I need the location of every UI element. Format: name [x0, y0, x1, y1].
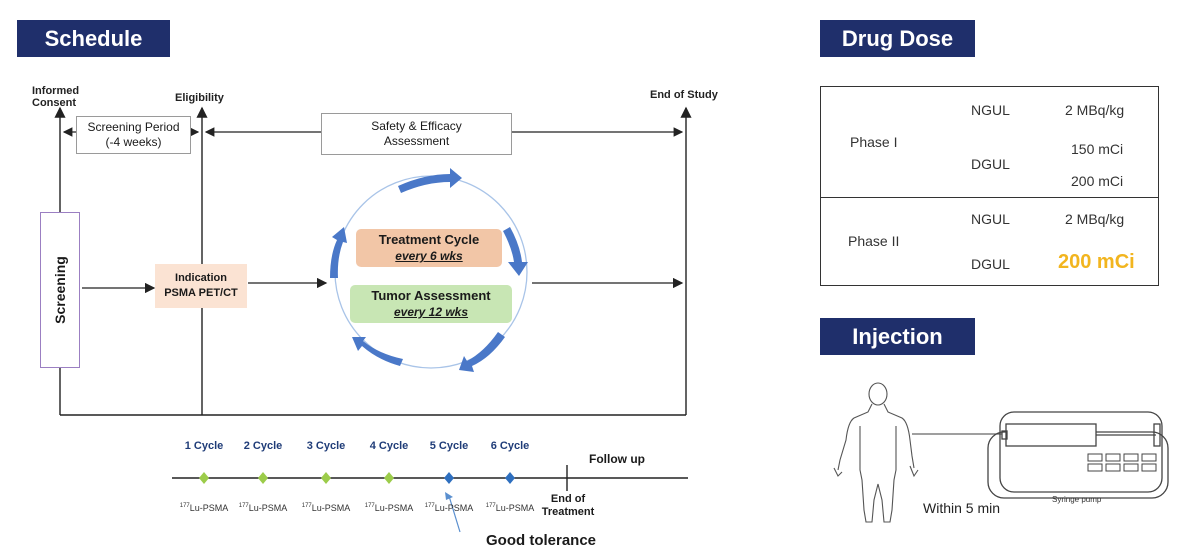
cycle-marker [384, 472, 394, 484]
phase2-ngul: NGUL [971, 211, 1010, 227]
phase2-dgul: DGUL [971, 256, 1010, 272]
eligibility-label: Eligibility [175, 92, 224, 104]
drug-dose-header: Drug Dose [820, 20, 975, 57]
phase1-ngul-dose: 2 MBq/kg [1065, 102, 1125, 118]
injection-illustration [833, 382, 1169, 523]
end-of-study-label: End of Study [650, 89, 718, 101]
pump-keypad-icon [1087, 453, 1157, 472]
cycle-marker [321, 472, 331, 484]
cycle-arrows [330, 168, 528, 372]
screening-period-box: Screening Period (-4 weeks) [76, 116, 191, 154]
cycle-label: 5 Cycle [429, 440, 469, 452]
cycle-marker [505, 472, 515, 484]
phase1-dgul-dose-a: 150 mCi [1071, 141, 1124, 157]
tumor-assessment-title: Tumor Assessment [371, 288, 491, 303]
safety-efficacy-box: Safety & Efficacy Assessment [321, 113, 512, 155]
tolerance-pointer [448, 495, 461, 533]
cycle-label: 6 Cycle [490, 440, 530, 452]
syringe-pump-icon [987, 411, 1169, 499]
isotope-label: 177Lu-PSMA [301, 503, 351, 513]
tumor-assessment-box: Tumor Assessment every 12 wks [350, 285, 512, 323]
good-tolerance-label: Good tolerance [486, 532, 597, 549]
phase1-label: Phase I [850, 134, 898, 150]
isotope-label: 177Lu-PSMA [424, 503, 474, 513]
cycle-label: 4 Cycle [369, 440, 409, 452]
screening-box: Screening [40, 212, 80, 368]
phase2-dgul-dose: 200 mCi [1058, 251, 1135, 273]
syringe-pump-label: Syringe pump [1052, 495, 1102, 504]
cycle-marker [258, 472, 268, 484]
cycle-marker [444, 472, 454, 484]
cycle-label: 3 Cycle [306, 440, 346, 452]
isotope-label: 177Lu-PSMA [364, 503, 414, 513]
phase-divider [821, 197, 1158, 198]
isotope-label: 177Lu-PSMA [485, 503, 535, 513]
injection-header: Injection [820, 318, 975, 355]
phase1-dgul-dose-b: 200 mCi [1071, 173, 1124, 189]
follow-up-label: Follow up [589, 452, 645, 466]
cycle-markers [199, 472, 515, 484]
human-figure-icon [833, 382, 919, 523]
phase1-dgul: DGUL [971, 156, 1010, 172]
indication-box: Indication PSMA PET/CT [155, 264, 247, 308]
drug-dose-table: Phase I NGUL 2 MBq/kg DGUL 150 mCi 200 m… [820, 86, 1159, 286]
informed-consent-label: Informed Consent [32, 85, 80, 109]
treatment-timeline [172, 465, 688, 533]
phase1-ngul: NGUL [971, 102, 1010, 118]
cycle-marker [199, 472, 209, 484]
within-time-label: Within 5 min [923, 500, 1001, 516]
isotope-label: 177Lu-PSMA [238, 503, 288, 513]
cycle-label: 2 Cycle [243, 440, 283, 452]
cycle-label: 1 Cycle [184, 440, 224, 452]
tumor-assessment-sub: every 12 wks [393, 305, 469, 319]
treatment-cycle-title: Treatment Cycle [378, 232, 480, 247]
schedule-header: Schedule [17, 20, 170, 57]
treatment-cycle-box: Treatment Cycle every 6 wks [356, 229, 502, 267]
phase2-ngul-dose: 2 MBq/kg [1065, 211, 1125, 227]
treatment-cycle-sub: every 6 wks [395, 249, 463, 263]
isotope-label: 177Lu-PSMA [179, 503, 229, 513]
end-of-treatment-label: End of Treatment [541, 493, 595, 518]
phase2-label: Phase II [848, 233, 900, 249]
